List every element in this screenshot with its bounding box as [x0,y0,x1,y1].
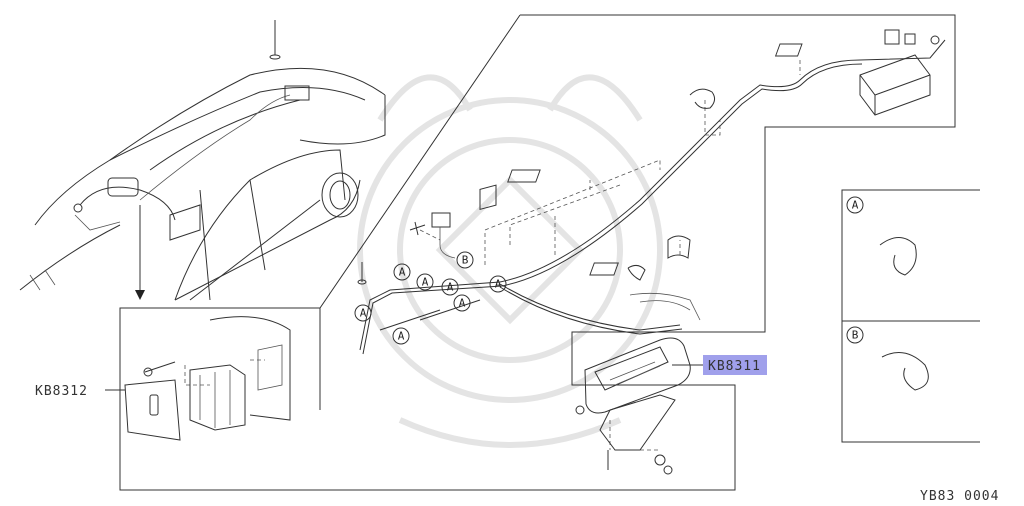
callout-a: A [393,263,411,281]
leader-lines [184,60,801,451]
callout-a: A [453,294,471,312]
figure-code: YB83 0004 [920,489,999,504]
svg-text:A: A [852,199,859,212]
clamp-parts [357,43,803,285]
svg-text:A: A [495,278,502,291]
detail-arrow [135,205,145,300]
svg-text:A: A [459,297,466,310]
part-label-kb8312[interactable]: KB8312 [35,384,125,399]
mount-bracket-detail [124,316,291,441]
svg-text:A: A [360,307,367,320]
callout-a: A [354,304,372,322]
legend-panels [841,189,980,443]
label-highlight [703,355,767,375]
callout-a: A [416,273,434,291]
callout-b: B [456,251,474,269]
car-overview-drawing [19,20,386,301]
svg-text:A: A [422,276,429,289]
svg-text:KB8312: KB8312 [35,384,88,399]
antenna-amplifier [859,29,940,116]
svg-text:A: A [399,266,406,279]
legend-marker-a: A [846,196,864,214]
svg-text:A: A [447,281,454,294]
callout-a: A [392,327,410,345]
callout-a: A [489,275,507,293]
svg-text:KB8311: KB8311 [708,359,761,374]
main-detail-frame [119,14,956,491]
svg-text:A: A [398,330,405,343]
svg-text:B: B [852,329,859,342]
callout-a: A [441,278,459,296]
phone-handset [575,337,691,475]
svg-text:B: B [462,254,469,267]
callout-markers: A A A A A A A B [354,196,864,345]
part-label-kb8311[interactable]: KB8311 [672,355,767,375]
legend-marker-b: B [846,326,864,344]
watermark-emblem [357,74,663,448]
